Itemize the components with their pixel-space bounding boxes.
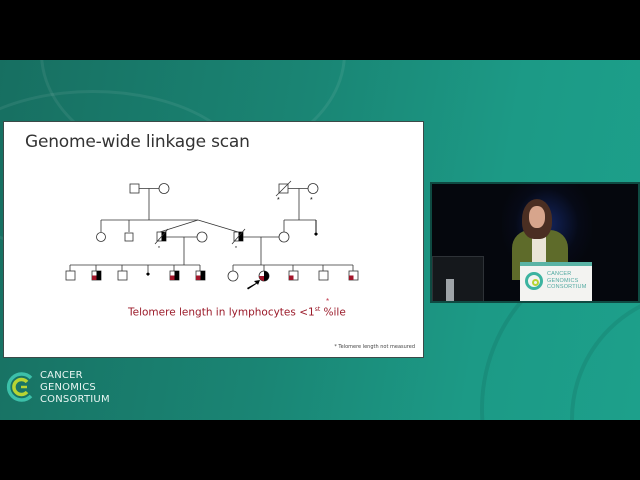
pedigree-male-multiple <box>124 232 134 242</box>
not-measured-asterisk: * <box>158 246 160 252</box>
speaker-shirt <box>532 232 546 262</box>
legend-marker: * <box>326 297 330 306</box>
pedigree-female-unaffected <box>227 270 239 282</box>
pedigree-female-unaffected <box>196 231 208 243</box>
pedigree-female-unaffected <box>278 231 290 243</box>
brand-text: CANCER GENOMICS CONSORTIUM <box>40 370 110 405</box>
podium-text: CANCER GENOMICS CONSORTIUM <box>547 271 587 290</box>
legend-caption: Telomere length in lymphocytes <1st %ile <box>128 306 346 319</box>
pedigree-miscarriage <box>146 272 150 276</box>
not-measured-asterisk: * <box>310 197 313 204</box>
not-measured-asterisk: * <box>277 197 280 204</box>
pedigree-male-unaffected <box>129 183 140 194</box>
speaker-video: CANCER GENOMICS CONSORTIUM <box>430 182 640 303</box>
consortium-logo-icon <box>525 272 543 290</box>
pedigree-female-unaffected <box>307 183 319 194</box>
pedigree-female-unaffected <box>158 183 170 194</box>
pedigree-female-multiple <box>96 232 106 242</box>
monitor-stand <box>446 279 454 301</box>
speaker-face <box>529 206 545 228</box>
monitor <box>432 256 484 301</box>
proband-arrow-icon <box>247 280 260 290</box>
pedigree-male-unaffected <box>318 270 329 281</box>
pedigree-diagram: * * * * <box>65 180 359 290</box>
podium: CANCER GENOMICS CONSORTIUM <box>520 262 592 301</box>
brand-logo: CANCER GENOMICS CONSORTIUM <box>5 370 125 410</box>
pedigree-miscarriage <box>314 232 318 236</box>
not-measured-asterisk: * <box>235 246 237 252</box>
presentation-slide: Genome-wide linkage scan <box>4 122 423 357</box>
pedigree-male-unaffected <box>65 270 76 281</box>
consortium-logo-icon <box>6 372 33 402</box>
slide-title: Genome-wide linkage scan <box>25 132 250 152</box>
footnote: * Telomere length not measured <box>334 344 415 350</box>
pedigree-male-unaffected <box>117 270 128 281</box>
